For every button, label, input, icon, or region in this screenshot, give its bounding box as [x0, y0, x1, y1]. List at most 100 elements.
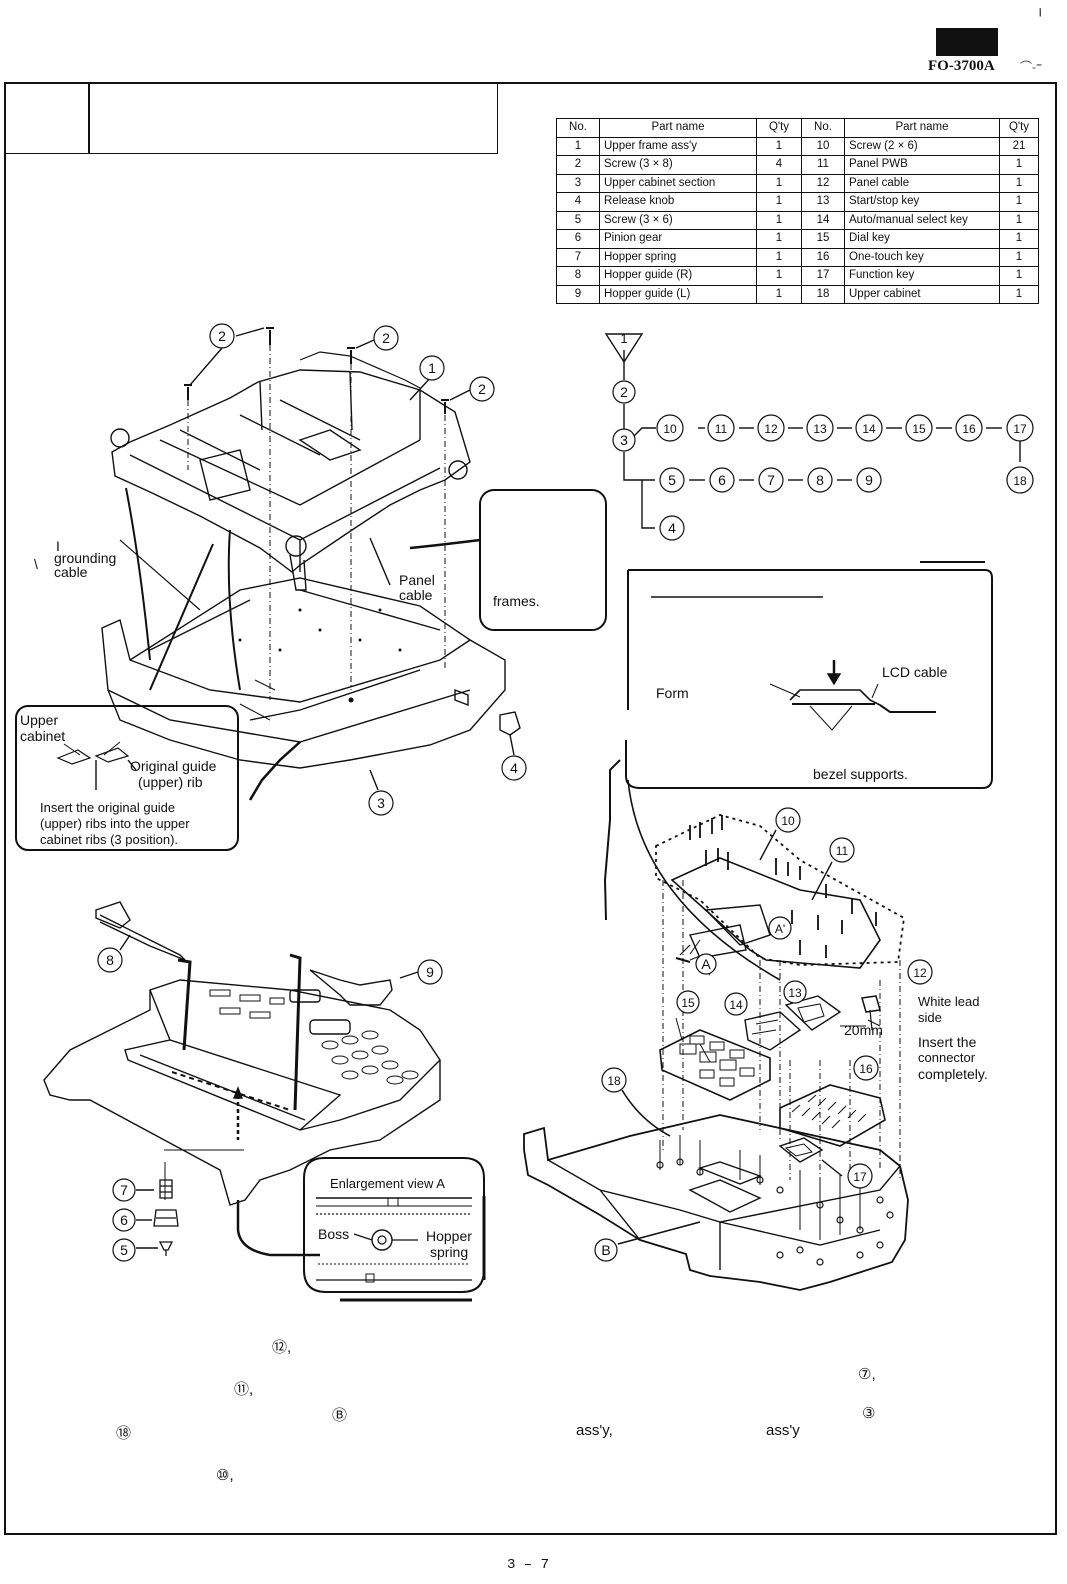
part-number: 15: [681, 996, 695, 1010]
ref-10: ⑩,: [216, 1467, 234, 1484]
col-header: No.: [556, 118, 600, 138]
part-number-circle: [709, 467, 735, 493]
upper-cabinet-drawing: [523, 814, 909, 1291]
part-number: 3: [620, 432, 628, 448]
part-number: 15: [912, 422, 926, 436]
part-number-circle: [659, 515, 685, 541]
part-number-circle: [368, 790, 394, 816]
part-number-circle: [829, 837, 855, 863]
part-number: 17: [1013, 422, 1027, 436]
insert-rib-text-1: Insert the original guide: [40, 800, 176, 815]
upper-frame-drawing: [101, 327, 521, 801]
upper-cabinet-label-2: cabinet: [20, 728, 66, 744]
table-cell: 16: [801, 247, 845, 267]
table-cell: Upper cabinet section: [599, 173, 757, 193]
part-number: B: [601, 1242, 610, 1258]
part-number: 5: [120, 1242, 128, 1258]
table-cell: 1: [999, 192, 1039, 212]
table-cell: Screw (3 × 8): [599, 155, 757, 175]
part-number: 11: [836, 844, 849, 858]
part-number-circle: [775, 807, 801, 833]
table-cell: 21: [999, 136, 1039, 156]
table-cell: 11: [801, 155, 845, 175]
part-number-circle: [601, 1067, 627, 1093]
table-cell: Start/stop key: [844, 192, 1000, 212]
grounding-label-3: cable: [54, 564, 88, 580]
table-cell: Screw (3 × 6): [599, 210, 757, 230]
part-number: 18: [607, 1074, 621, 1088]
parts-table-header: No. Part name Q'ty No. Part name Q'ty: [556, 118, 1039, 138]
grounding-tick: \: [34, 556, 38, 572]
part-number: 10: [781, 814, 795, 828]
table-cell: 4: [756, 155, 802, 175]
upper-cabinet-callout-box: [15, 705, 239, 851]
part-number-circle: [469, 376, 495, 402]
bezel-supports-text: bezel supports.: [813, 766, 908, 782]
ref-3: ③: [862, 1405, 876, 1422]
col-header: Part name: [599, 118, 757, 138]
part-number-circle: [856, 467, 882, 493]
white-lead-label-1: White lead: [918, 994, 980, 1009]
table-cell: 1: [999, 284, 1039, 304]
hopper-spring-label-2: spring: [430, 1244, 469, 1260]
part-number: 4: [668, 520, 676, 536]
part-number-circle: [907, 959, 933, 985]
table-cell: 1: [999, 229, 1039, 249]
page-number: 3 – 7: [507, 1557, 550, 1573]
part-number: 12: [764, 422, 778, 436]
part-number: 14: [862, 422, 876, 436]
table-cell: Hopper spring: [599, 247, 757, 267]
table-cell: 1: [756, 210, 802, 230]
table-cell: 1: [999, 210, 1039, 230]
part-number: 16: [962, 422, 976, 436]
dimension-20mm: 20mm: [844, 1022, 883, 1038]
part-number: 7: [767, 472, 775, 488]
table-cell: Auto/manual select key: [844, 210, 1000, 230]
table-cell: Upper cabinet: [844, 284, 1000, 304]
part-number-circle: [417, 959, 443, 985]
table-cell: 1: [999, 155, 1039, 175]
table-cell: Panel PWB: [844, 155, 1000, 175]
grounding-label-2: grounding: [54, 550, 117, 566]
table-cell: 3: [556, 173, 600, 193]
table-cell: Pinion gear: [599, 229, 757, 249]
table-cell: 14: [801, 210, 845, 230]
part-number: 18: [1013, 474, 1027, 488]
part-number: A: [701, 956, 711, 972]
part-number-circle: [853, 1055, 879, 1081]
table-cell: 5: [556, 210, 600, 230]
part-number-circle: [806, 414, 834, 442]
part-number: 2: [478, 381, 486, 397]
part-number-circle: [807, 467, 833, 493]
assy-text-1: ass'y,: [576, 1422, 613, 1439]
form-label: Form: [656, 685, 689, 701]
part-number: 6: [120, 1212, 128, 1228]
part-number-circle: [373, 325, 399, 351]
part-number: 1: [428, 360, 436, 376]
part-number-circle: [757, 414, 785, 442]
part-number-circle: [695, 953, 717, 975]
part-number-circle: [419, 355, 445, 381]
insert-rib-text-2: (upper) ribs into the upper: [40, 816, 190, 831]
part-number-circle: [724, 992, 748, 1016]
table-cell: Release knob: [599, 192, 757, 212]
ref-7: ⑦,: [858, 1366, 876, 1383]
part-number-circle: [612, 428, 636, 452]
part-number-circle: [612, 380, 636, 404]
lcd-cable-label: LCD cable: [882, 664, 948, 680]
col-header: No.: [801, 118, 845, 138]
ref-b: Ⓑ: [332, 1407, 348, 1424]
table-cell: 10: [801, 136, 845, 156]
part-number-circle: [656, 414, 684, 442]
part-number-circle: [847, 1163, 873, 1189]
upper-cabinet-label-1: Upper: [20, 712, 59, 728]
part-number: 6: [718, 472, 726, 488]
frames-text: frames.: [493, 593, 540, 609]
table-cell: 1: [999, 173, 1039, 193]
frames-callout-box: [479, 489, 607, 631]
page-frame: [4, 82, 1057, 1535]
